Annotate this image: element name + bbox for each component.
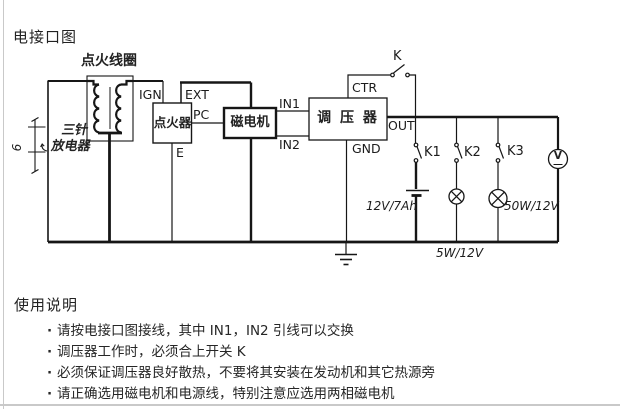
discharger-label-line2: 放电器 bbox=[49, 139, 93, 155]
instruction-item-1: ·请按电接口图接线，其中 IN1，IN2 引线可以交换 bbox=[47, 319, 354, 339]
discharger-symbol bbox=[28, 117, 48, 174]
ignition-coil-box bbox=[86, 75, 134, 142]
page-title: 电接口图 bbox=[13, 28, 78, 46]
ignition-coil-symbol bbox=[87, 79, 133, 135]
window-edge-left bbox=[3, 0, 4, 409]
ground-symbol bbox=[335, 242, 357, 266]
terminal-in1-label: IN1 bbox=[279, 96, 300, 111]
switch-k1-symbol bbox=[413, 142, 423, 163]
igniter-box bbox=[152, 102, 193, 144]
switch-k-symbol bbox=[390, 64, 410, 78]
instructions-heading: 使用说明 bbox=[14, 296, 79, 314]
instruction-text-1: 请按电接口图接线，其中 IN1，IN2 引线可以交换 bbox=[57, 323, 354, 339]
bullet-dot: · bbox=[47, 386, 53, 402]
switch-k2-label: K2 bbox=[464, 145, 481, 160]
instruction-item-2: ·调压器工作时，必须合上开关 K bbox=[47, 340, 246, 360]
terminal-e-label: E bbox=[176, 145, 184, 160]
ignition-coil-label: 点火线圈 bbox=[81, 53, 137, 69]
terminal-ext-label: EXT bbox=[185, 87, 209, 102]
instruction-text-2: 调压器工作时，必须合上开关 K bbox=[57, 344, 246, 360]
regulator-box bbox=[308, 97, 388, 141]
bullet-dot: · bbox=[47, 323, 53, 339]
terminal-in2-label: IN2 bbox=[279, 137, 300, 152]
regulator-label: 调 压 器 bbox=[317, 110, 379, 126]
switch-k2-symbol bbox=[454, 142, 463, 163]
magneto-label: 磁电机 bbox=[230, 114, 270, 130]
circuit-wires-thin bbox=[162, 74, 499, 242]
terminal-pc-label: PC bbox=[193, 107, 210, 122]
igniter-label: 点火器 bbox=[153, 115, 192, 130]
instruction-text-3: 必须保证调压器良好散热，不要将其安装在发动机和其它热源旁 bbox=[57, 365, 435, 381]
discharger-label-line1: 三针 bbox=[60, 123, 90, 138]
terminal-out-label: OUT bbox=[388, 117, 415, 133]
lamp2-symbol bbox=[488, 188, 508, 209]
window-edge-bottom bbox=[0, 404, 620, 406]
circuit-wires-thick bbox=[47, 80, 560, 244]
voltmeter-letter: V bbox=[553, 150, 563, 162]
magneto-box bbox=[222, 106, 278, 140]
switch-k3-symbol bbox=[495, 142, 505, 163]
discharger-gap-label: 6 bbox=[10, 143, 25, 152]
switch-k-label: K bbox=[393, 49, 402, 64]
voltmeter-symbol bbox=[547, 148, 569, 170]
terminal-gnd-label: GND bbox=[352, 141, 381, 156]
lamp1-value-label: 5W/12V bbox=[436, 246, 484, 260]
lamp1-symbol bbox=[448, 188, 465, 205]
instruction-text-4: 请正确选用磁电机和电源线，特别注意应选用两相磁电机 bbox=[57, 386, 395, 402]
lamp2-value-label: 50W/12V bbox=[504, 199, 559, 213]
instruction-item-3: ·必须保证调压器良好散热，不要将其安装在发动机和其它热源旁 bbox=[47, 361, 435, 381]
bullet-dot: · bbox=[47, 365, 53, 381]
battery-value-label: 12V/7Ah bbox=[366, 199, 417, 213]
terminal-ctr-label: CTR bbox=[352, 80, 378, 95]
switch-k1-label: K1 bbox=[424, 145, 441, 160]
instruction-item-4: ·请正确选用磁电机和电源线，特别注意应选用两相磁电机 bbox=[47, 382, 395, 402]
switch-k3-label: K3 bbox=[507, 144, 524, 159]
bullet-dot: · bbox=[47, 344, 53, 360]
battery-symbol bbox=[406, 189, 429, 197]
terminal-ign-label: IGN bbox=[139, 87, 162, 102]
discharger-label: 三针放电器 bbox=[50, 123, 96, 156]
